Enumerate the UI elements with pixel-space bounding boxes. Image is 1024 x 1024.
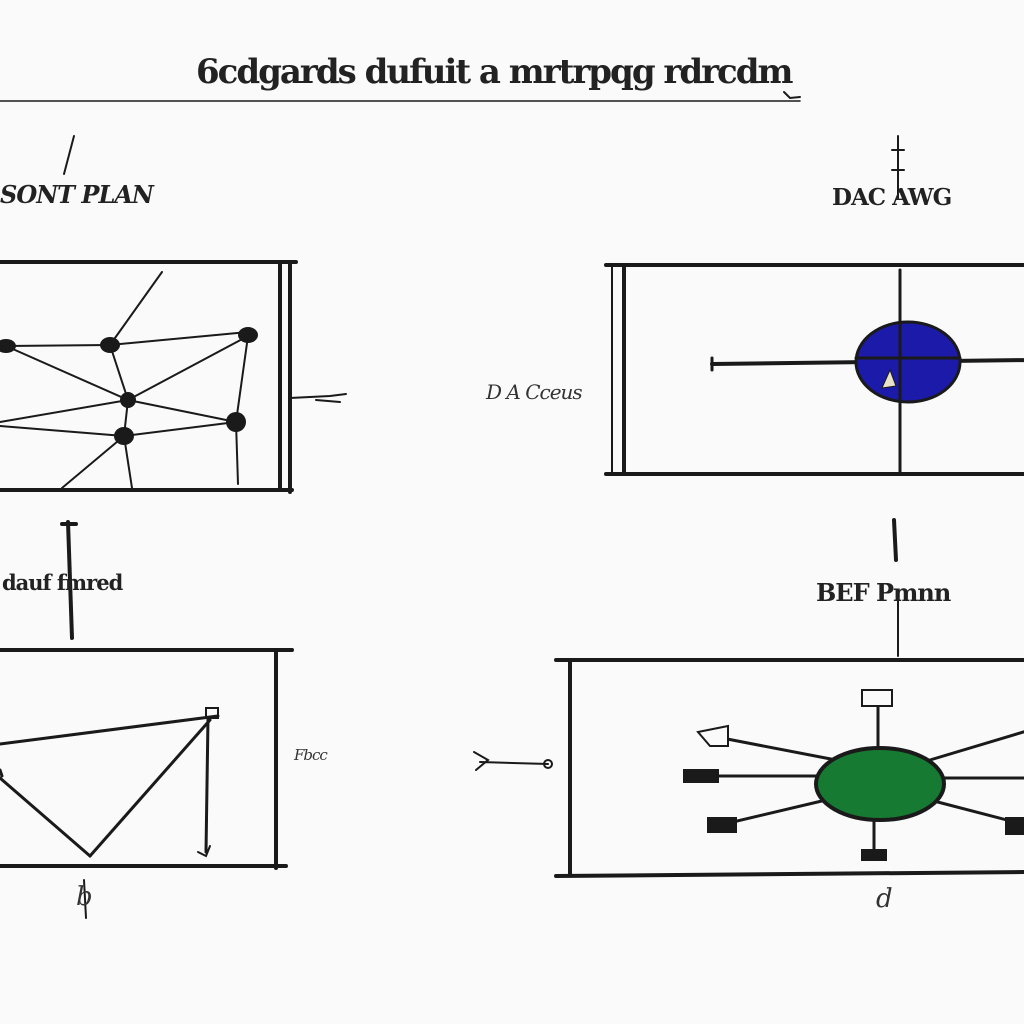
node — [114, 427, 134, 445]
panel-top-left — [0, 135, 347, 494]
side-arrow-tl — [289, 393, 347, 403]
node — [238, 327, 258, 343]
label-br-tick — [892, 518, 898, 562]
annotation-bottom-left: b — [76, 882, 93, 912]
annotation-middle-bottom: Fbcc — [294, 746, 328, 764]
spoke-cap — [707, 817, 737, 833]
blue-node — [854, 320, 962, 404]
page-title: 6cdgards dufuit a mrtrpqg rdrcdm — [196, 52, 793, 92]
spoke-cap — [861, 849, 887, 861]
label-bl-tick — [66, 520, 74, 640]
side-arrow-br — [473, 751, 549, 771]
network-edges — [0, 271, 249, 489]
spoke-cap — [1005, 817, 1024, 835]
green-node — [814, 746, 946, 822]
spoke-cap — [683, 769, 719, 783]
node — [0, 339, 16, 353]
panel-label-bottom-right: BEF Pmnn — [816, 578, 951, 607]
panel-label-bottom-left: dauf fmred — [2, 570, 123, 595]
node — [226, 412, 246, 432]
spoke-cap — [696, 724, 729, 747]
node — [100, 337, 120, 353]
panel-top-right — [604, 135, 1024, 476]
panel-bottom-left — [0, 520, 294, 919]
panel-label-top-left: SONT PLAN — [0, 180, 154, 209]
panel-label-top-right: DAC AWG — [832, 184, 952, 211]
label-tl-tick — [63, 135, 75, 175]
title-underline-hook — [783, 91, 801, 100]
annotation-bottom-right: d — [876, 884, 893, 914]
spoke-cap — [861, 689, 893, 707]
triangle-shape — [0, 714, 220, 858]
network-nodes — [0, 327, 258, 445]
baseline-tick-bl — [83, 879, 87, 919]
annotation-middle-top: D A Cceus — [486, 380, 583, 404]
panel-bottom-right — [473, 518, 1024, 878]
node-hub — [120, 392, 136, 408]
